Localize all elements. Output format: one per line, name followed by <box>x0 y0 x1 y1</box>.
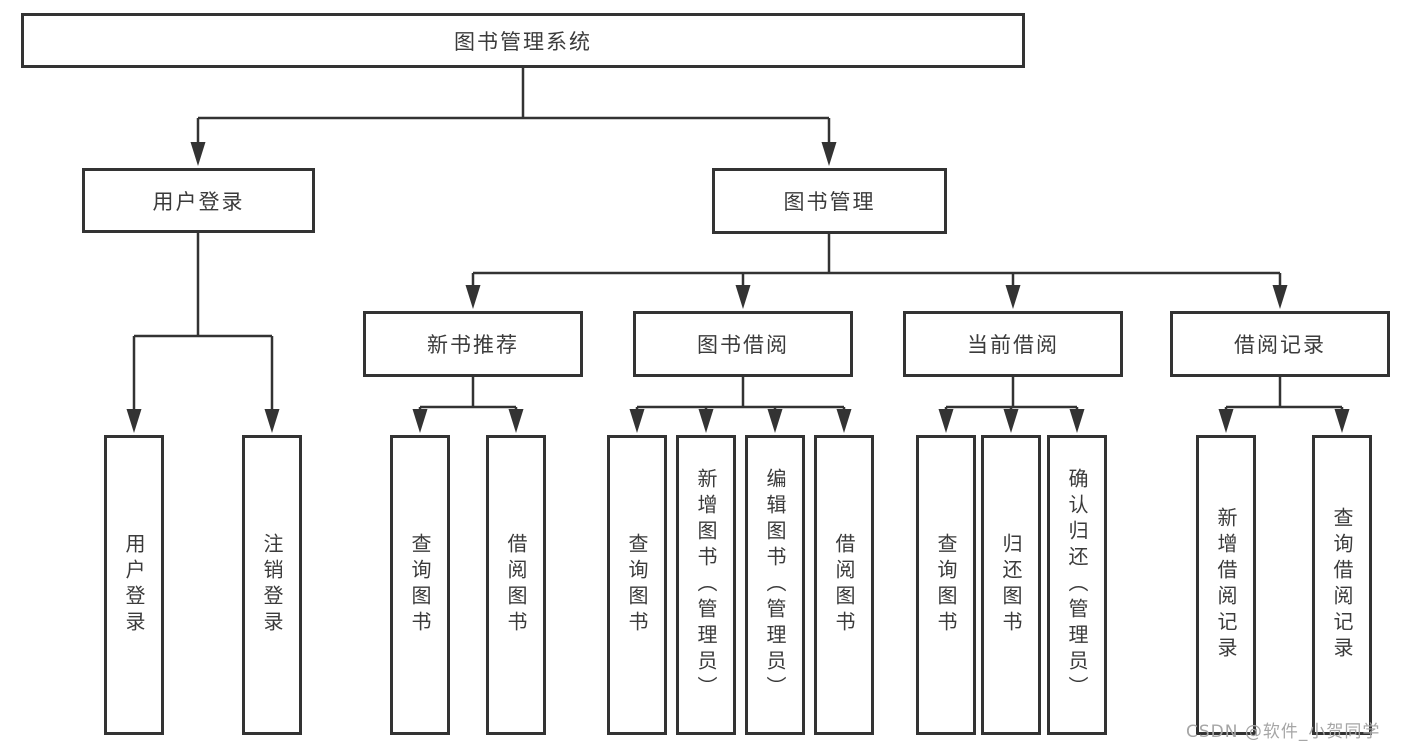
node-book-borrow: 图书借阅 <box>633 311 853 377</box>
connector-lines <box>132 68 1344 413</box>
arrowhead-down-icon <box>821 142 837 166</box>
arrowhead-down-icon <box>1005 285 1021 309</box>
arrowhead-down-icon <box>465 285 481 309</box>
arrowhead-down-icon <box>412 409 428 433</box>
arrowhead-down-icon <box>836 409 852 433</box>
arrowhead-down-icon <box>629 409 645 433</box>
connector-new-book-recommend-to-leaves <box>418 377 518 413</box>
leaf-borrow-borrow-books: 借阅图书 <box>814 435 874 735</box>
leaf-borrow-add-books-admin: 新增图书（管理员） <box>676 435 736 735</box>
leaf-records-query-record: 查询借阅记录 <box>1312 435 1372 735</box>
node-book-management: 图书管理 <box>712 168 947 234</box>
leaf-borrow-edit-books-admin: 编辑图书（管理员） <box>745 435 805 735</box>
connector-book-borrow-to-leaves <box>635 377 846 413</box>
leaf-user-login: 用户登录 <box>104 435 164 735</box>
node-library-management-system: 图书管理系统 <box>21 13 1025 68</box>
arrowhead-down-icon <box>508 409 524 433</box>
connector-book-management-to-level3 <box>471 234 1282 290</box>
arrowhead-down-icon <box>126 409 142 433</box>
leaf-recommend-query-books: 查询图书 <box>390 435 450 735</box>
node-new-book-recommend: 新书推荐 <box>363 311 583 377</box>
csdn-watermark: CSDN @软件_小贺同学 <box>1186 722 1381 742</box>
leaf-current-query-books: 查询图书 <box>916 435 976 735</box>
arrowhead-group <box>126 142 1350 433</box>
node-borrow-records: 借阅记录 <box>1170 311 1390 377</box>
connector-current-borrow-to-leaves <box>944 377 1079 413</box>
arrowhead-down-icon <box>735 285 751 309</box>
leaf-borrow-query-books: 查询图书 <box>607 435 667 735</box>
leaf-current-return-books: 归还图书 <box>981 435 1041 735</box>
arrowhead-down-icon <box>767 409 783 433</box>
connector-borrow-records-to-leaves <box>1224 377 1344 413</box>
leaf-current-confirm-return-admin: 确认归还（管理员） <box>1047 435 1107 735</box>
arrowhead-down-icon <box>1272 285 1288 309</box>
connector-user-login-to-leaves <box>132 233 274 413</box>
arrowhead-down-icon <box>190 142 206 166</box>
leaf-logout-login: 注销登录 <box>242 435 302 735</box>
arrowhead-down-icon <box>1218 409 1234 433</box>
node-user-login: 用户登录 <box>82 168 315 233</box>
arrowhead-down-icon <box>1069 409 1085 433</box>
arrowhead-down-icon <box>1003 409 1019 433</box>
connector-root-to-level2 <box>196 68 831 146</box>
arrowhead-down-icon <box>938 409 954 433</box>
arrowhead-down-icon <box>264 409 280 433</box>
arrowhead-down-icon <box>698 409 714 433</box>
leaf-recommend-borrow-books: 借阅图书 <box>486 435 546 735</box>
node-current-borrow: 当前借阅 <box>903 311 1123 377</box>
arrowhead-down-icon <box>1334 409 1350 433</box>
leaf-records-add-record: 新增借阅记录 <box>1196 435 1256 735</box>
